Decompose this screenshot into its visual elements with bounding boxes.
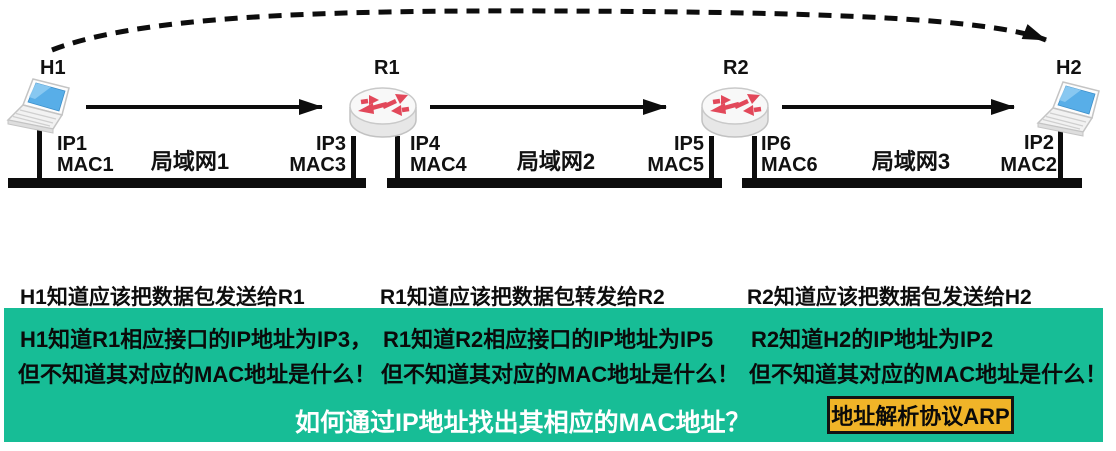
r1-router-icon (350, 88, 416, 137)
note-r1-knows-next-hop: R1知道应该把数据包转发给R2 (380, 286, 665, 309)
lan2-label: 局域网2 (517, 149, 595, 174)
arp-question-text: 如何通过IP地址找出其相应的MAC地址？ (295, 409, 751, 437)
h1-drop-line (37, 129, 42, 179)
h2-drop-line (1058, 131, 1063, 179)
ip5-label: IP5 (674, 133, 704, 155)
r2-unknown-mac-line: 但不知道其对应的MAC地址是什么！ (749, 362, 1108, 387)
mac2-label: MAC2 (1000, 154, 1057, 176)
r2-router-icon (702, 88, 768, 137)
dashed-route-arrow (51, 8, 1047, 53)
r2-knows-ip-line: R2知道H2的IP地址为IP2 (751, 327, 994, 352)
mac5-label: MAC5 (647, 154, 704, 176)
green-problem-panel: H1知道R1相应接口的IP地址为IP3， 但不知道其对应的MAC地址是什么！ R… (4, 308, 1107, 442)
h1-knows-ip-line: H1知道R1相应接口的IP地址为IP3， (20, 327, 373, 352)
arp-protocol-badge: 地址解析协议ARP (827, 396, 1014, 434)
ip6-label: IP6 (761, 133, 791, 155)
r2-left-drop-line (709, 136, 714, 179)
lan3-label: 局域网3 (872, 149, 950, 174)
note-h1-knows-next-hop: H1知道应该把数据包发送给R1 (20, 286, 305, 309)
r1-label: R1 (374, 57, 400, 79)
network-diagram: H1 R1 R2 H2 IP1 MAC1 局域网1 IP3 MAC3 IP4 M… (7, 8, 1100, 188)
ip1-label: IP1 (57, 133, 87, 155)
note-r2-knows-next-hop: R2知道应该把数据包发送给H2 (747, 286, 1032, 309)
r2-right-drop-line (752, 136, 757, 179)
r1-left-drop-line (351, 136, 356, 179)
h2-label: H2 (1056, 57, 1082, 79)
ip3-label: IP3 (316, 133, 346, 155)
h1-laptop-icon (7, 78, 70, 134)
ip4-label: IP4 (410, 133, 441, 155)
mac3-label: MAC3 (289, 154, 346, 176)
lan3-bus (742, 178, 1082, 188)
r1-knows-ip-line: R1知道R2相应接口的IP地址为IP5 (383, 327, 714, 352)
h2-laptop-icon (1037, 81, 1100, 137)
h1-unknown-mac-line: 但不知道其对应的MAC地址是什么！ (18, 362, 377, 387)
h1-label: H1 (40, 57, 66, 79)
lan1-bus (8, 178, 366, 188)
mac4-label: MAC4 (410, 154, 468, 176)
mac6-label: MAC6 (761, 154, 818, 176)
ip2-label: IP2 (1024, 132, 1054, 154)
r1-right-drop-line (395, 136, 400, 179)
lan1-label: 局域网1 (151, 149, 229, 174)
r2-label: R2 (723, 57, 749, 79)
r1-unknown-mac-line: 但不知道其对应的MAC地址是什么！ (381, 362, 740, 387)
mac1-label: MAC1 (57, 154, 114, 176)
lan2-bus (387, 178, 722, 188)
